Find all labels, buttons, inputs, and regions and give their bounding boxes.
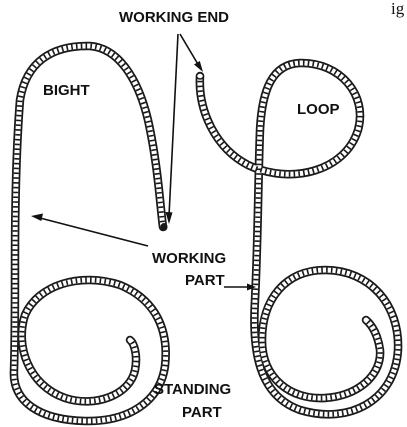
label-loop: LOOP [297,102,340,118]
label-standing-part-line2: PART [182,405,222,421]
label-working-part-line2: PART [185,273,225,289]
label-bight: BIGHT [43,83,90,99]
working-end-arrow-left [166,34,179,224]
working-end-arrow-right [180,34,203,72]
right-rope-working-end [197,73,204,79]
label-standing-part-line1: STANDING [154,382,231,398]
label-working-end: WORKING END [119,10,229,26]
working-part-pointer [224,284,256,291]
label-working-part-line1: WORKING [152,251,226,267]
working-part-arrow [31,214,148,247]
left-rope [14,46,168,421]
left-rope-fill [14,46,166,421]
left-rope-working-end [161,223,168,231]
label-corner-fragment: ig [391,1,404,17]
